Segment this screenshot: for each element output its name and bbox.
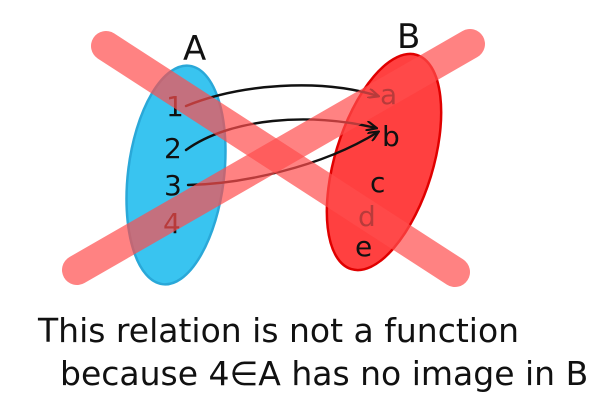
set-b-element-c: c xyxy=(370,166,385,199)
set-a-element-3: 3 xyxy=(164,169,182,202)
set-b-label: B xyxy=(397,17,420,57)
caption-line-1: This relation is not a function xyxy=(37,311,519,350)
caption-line-2: because 4∈A has no image in B xyxy=(60,354,588,393)
set-b-element-b: b xyxy=(382,120,400,153)
set-b-element-e: e xyxy=(355,230,372,263)
cross-stroke-right-to-left xyxy=(62,29,485,285)
set-a-label: A xyxy=(183,29,206,69)
set-a-element-2: 2 xyxy=(164,132,182,165)
